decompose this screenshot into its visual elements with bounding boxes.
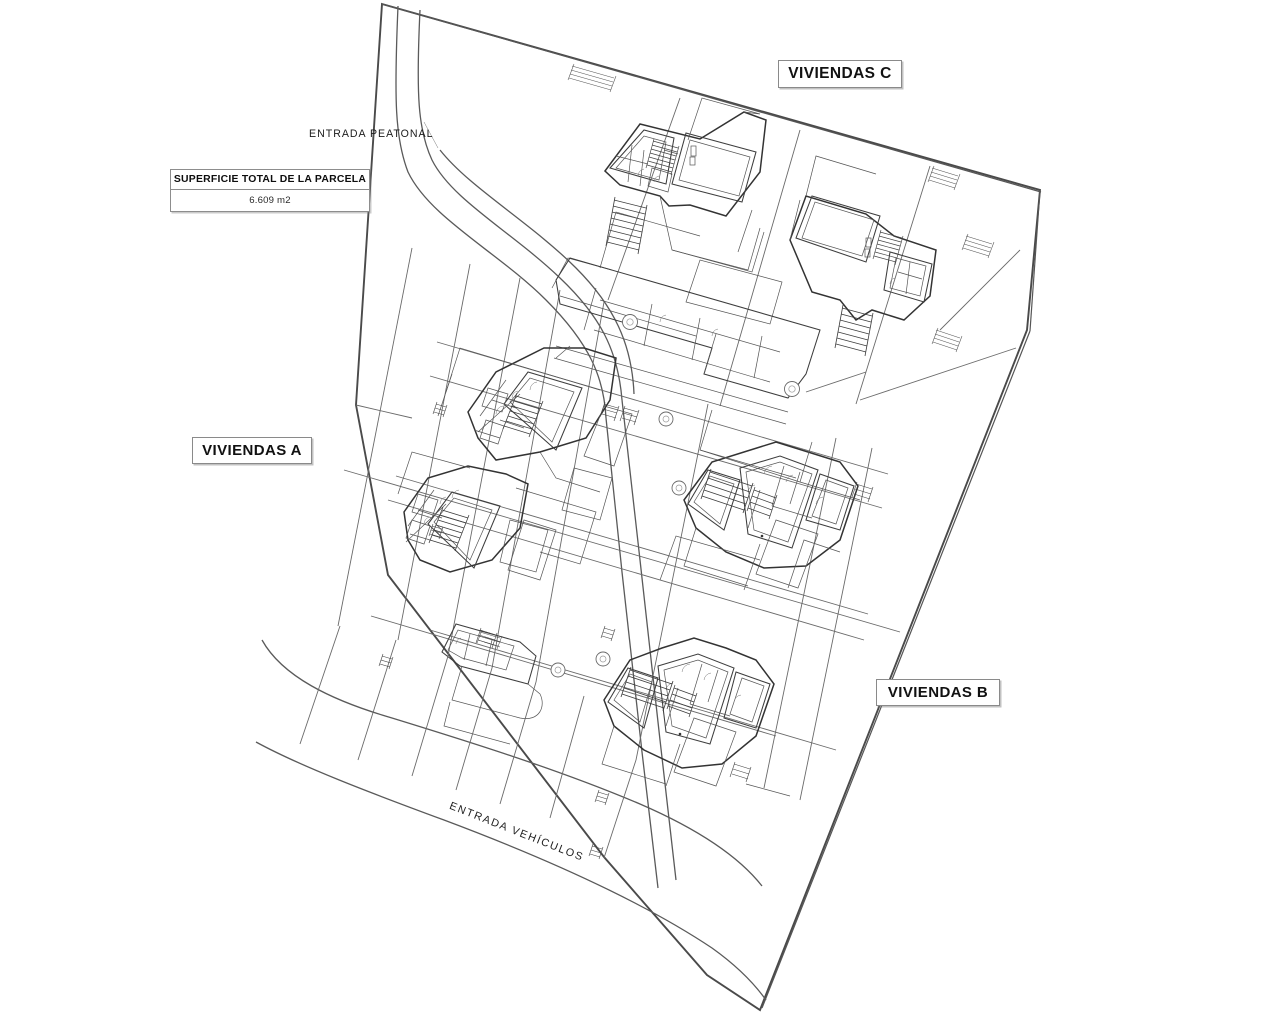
lower-left-plots <box>299 625 637 859</box>
stairs-c1-exterior <box>605 196 648 255</box>
c-zone-terraces <box>551 97 877 383</box>
surface-area-table: SUPERFICIE TOTAL DE LA PARCELA 6.609 m2 <box>170 169 370 212</box>
building-c1 <box>603 111 767 217</box>
central-corridor <box>553 257 821 425</box>
building-a3-annex <box>441 623 543 745</box>
stairs-c2 <box>872 229 904 266</box>
entrada-peatonal-leader <box>423 121 439 149</box>
unit-markers <box>550 314 800 678</box>
building-b2 <box>601 637 775 787</box>
a-zone-gardens <box>397 345 613 573</box>
annotation-entrada-peatonal: ENTRADA PEATONAL <box>309 128 434 140</box>
fence-hatch-top <box>567 63 995 353</box>
building-a2 <box>403 465 597 581</box>
zone-label-viviendas-c: VIVIENDAS C <box>778 60 902 88</box>
stairs-a2 <box>428 506 470 552</box>
fence-hatch-marks <box>378 401 874 860</box>
building-b1 <box>683 441 859 589</box>
zone-label-viviendas-b: VIVIENDAS B <box>876 679 1000 706</box>
stairs-c1 <box>645 138 680 176</box>
stairs-a1 <box>502 392 544 438</box>
stairs-c2-exterior <box>834 304 874 357</box>
building-c2 <box>789 195 937 321</box>
zone-label-viviendas-a: VIVIENDAS A <box>192 437 312 464</box>
site-boundary <box>355 2 1042 1012</box>
surface-area-table-header: SUPERFICIE TOTAL DE LA PARCELA <box>171 170 369 190</box>
surface-area-table-value: 6.609 m2 <box>249 195 291 206</box>
access-roads <box>395 5 677 889</box>
building-a1 <box>467 347 633 493</box>
b-zone-gardens <box>659 409 861 797</box>
stairs-b1 <box>700 468 778 520</box>
stairs-b2 <box>620 666 698 718</box>
